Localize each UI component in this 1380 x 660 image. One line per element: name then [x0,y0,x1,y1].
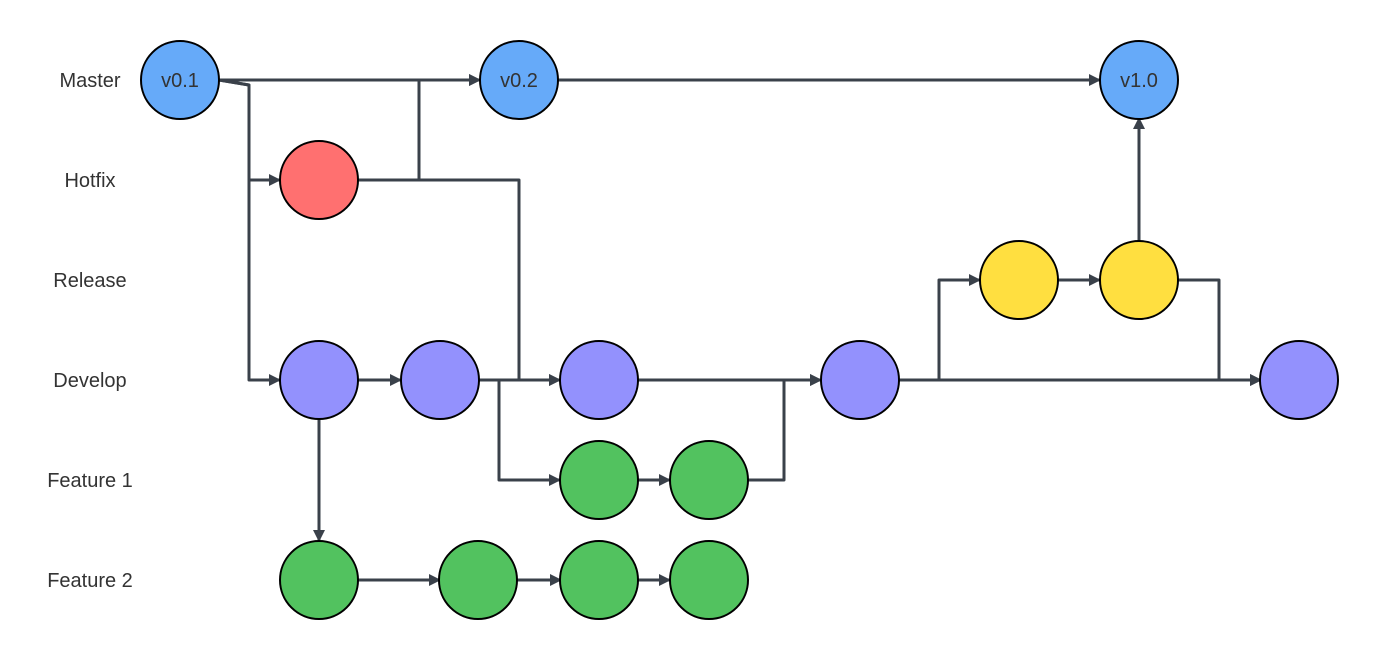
commit-circle [559,440,639,520]
commit-circle [279,140,359,220]
commit-label: v1.0 [1120,70,1158,92]
commit-circle [820,340,900,420]
edge-m1-to-d1 [218,78,281,386]
lane-label-hotfix: Hotfix [64,170,115,192]
commit-node-f2d [669,540,749,620]
commit-node-f2a [279,540,359,620]
commit-label: v0.2 [500,70,538,92]
commit-circle [1259,340,1339,420]
lane-label-release: Release [53,270,126,292]
lane-label-feature1: Feature 1 [47,470,133,492]
edge-d4-to-r1 [899,274,981,382]
edge-r2-to-d5 [1178,278,1262,386]
commit-circle [279,540,359,620]
commit-node-m1: v0.1 [140,40,220,120]
commit-circle [559,540,639,620]
edge-d2-to-f1a [479,378,561,486]
commit-circle [669,440,749,520]
commit-circle [438,540,518,620]
commit-circle [669,540,749,620]
commit-circle [979,240,1059,320]
commit-node-f2c [559,540,639,620]
commit-node-r2 [1099,240,1179,320]
nodes: v0.1 v0.2 v1.0 [140,40,1339,620]
commit-circle [400,340,480,420]
commit-node-d3 [559,340,639,420]
lane-label-feature2: Feature 2 [47,570,133,592]
edge-f1b-to-d4 [748,374,822,482]
lane-label-master: Master [59,70,120,92]
commit-node-m3: v1.0 [1099,40,1179,120]
commit-circle [140,40,220,120]
commit-node-r1 [979,240,1059,320]
commit-circle [479,40,559,120]
commit-node-m2: v0.2 [479,40,559,120]
commit-node-h1 [279,140,359,220]
lane-label-develop: Develop [53,370,126,392]
commit-node-d2 [400,340,480,420]
commit-circle [1099,240,1179,320]
commit-node-d1 [279,340,359,420]
commit-node-f1b [669,440,749,520]
commit-circle [1099,40,1179,120]
commit-node-f2b [438,540,518,620]
commit-node-d4 [820,340,900,420]
commit-label: v0.1 [161,70,199,92]
commit-circle [279,340,359,420]
edges [218,74,1262,586]
commit-circle [559,340,639,420]
edge-h1-to-m2 [358,74,481,182]
commit-node-d5 [1259,340,1339,420]
commit-node-f1a [559,440,639,520]
